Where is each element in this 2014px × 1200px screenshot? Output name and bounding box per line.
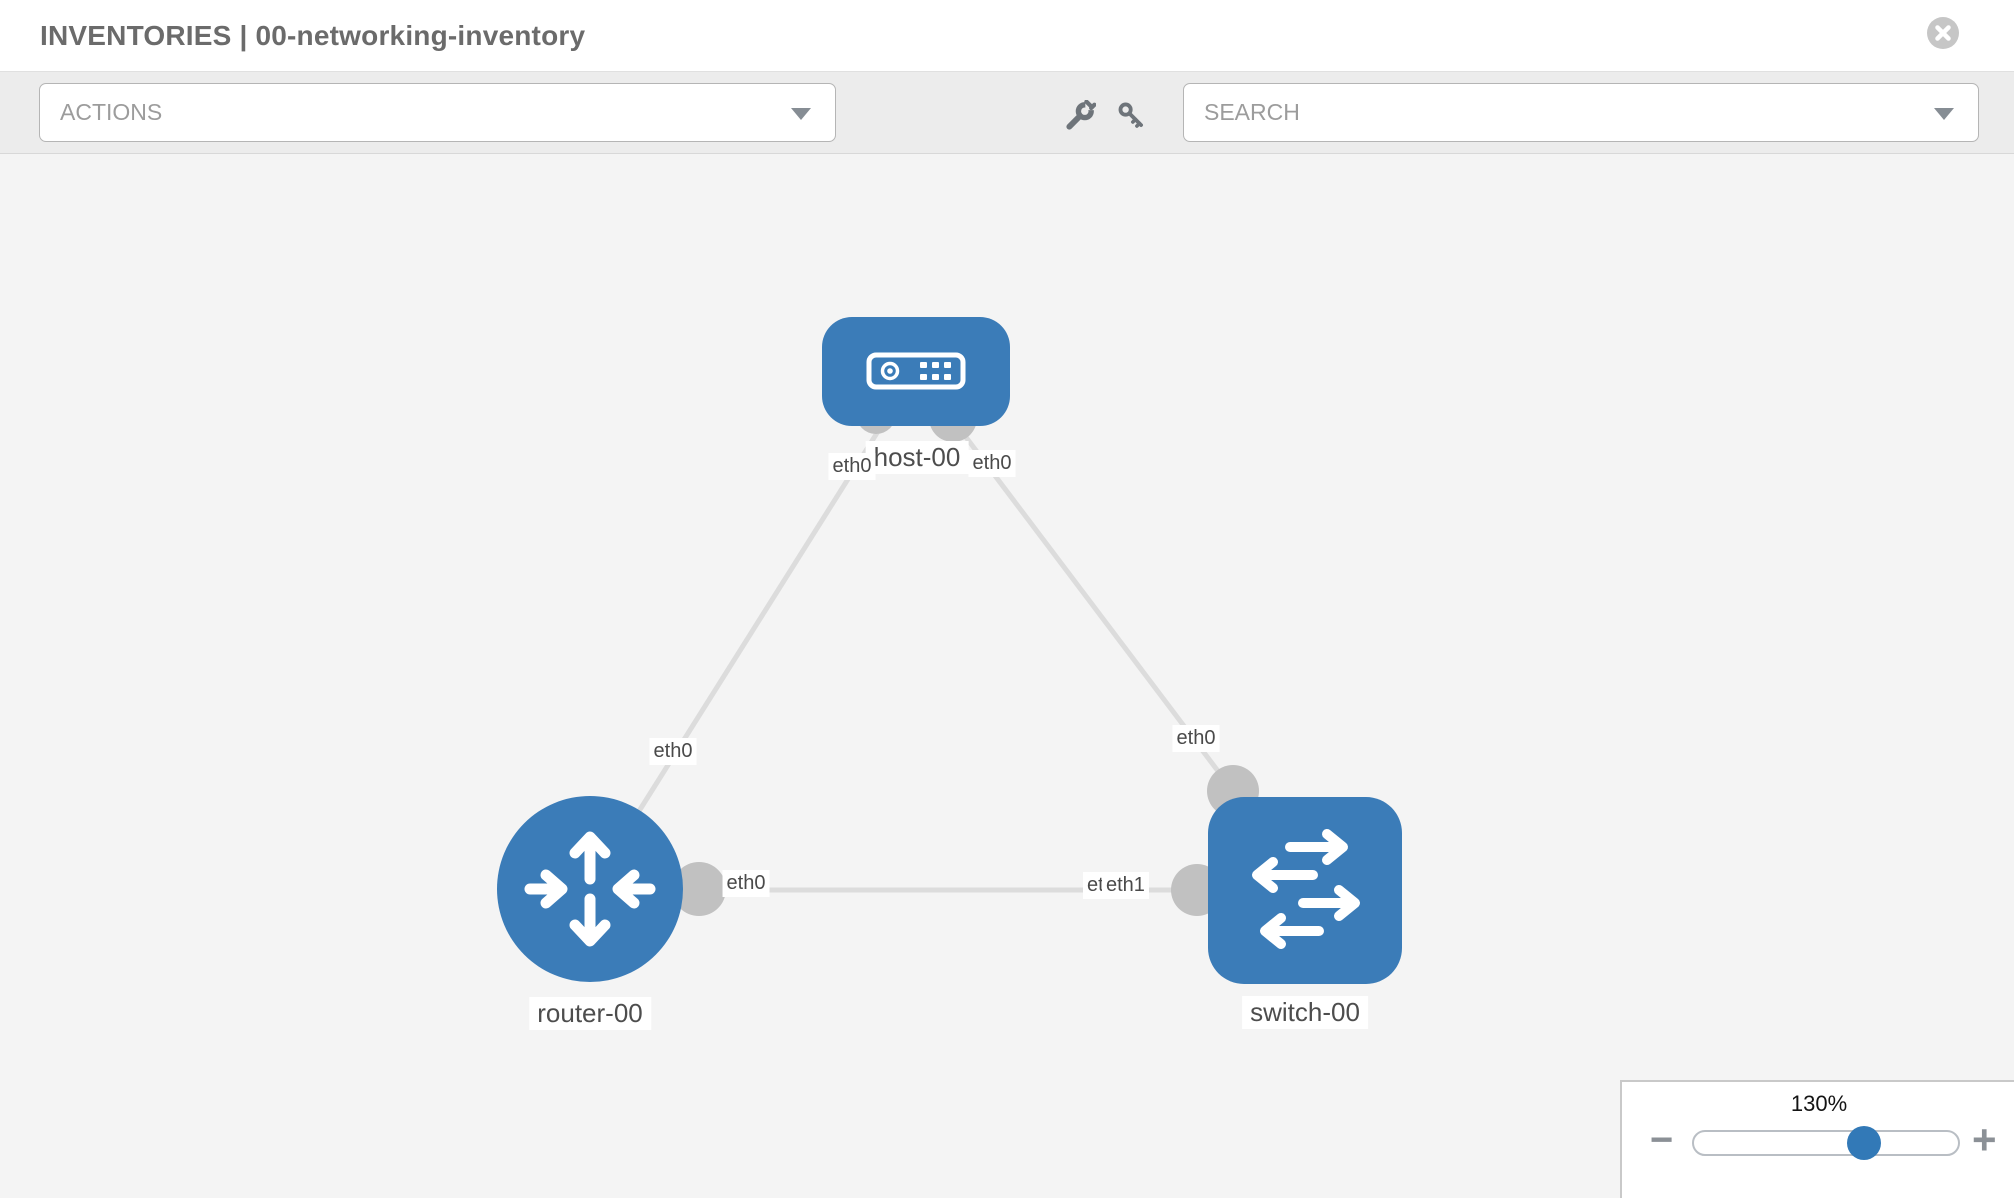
interface-label-switch-to-host: eth0 (1172, 725, 1220, 752)
node-host-00[interactable] (822, 317, 1010, 426)
breadcrumb-header: INVENTORIES | 00-networking-inventory (0, 0, 2014, 72)
actions-dropdown[interactable]: ACTIONS (39, 83, 836, 142)
credentials-button[interactable] (1116, 100, 1148, 132)
node-label-router-00: router-00 (529, 997, 651, 1030)
zoom-in-button[interactable]: + (1972, 1116, 1997, 1163)
switch-icon (1252, 829, 1360, 949)
search-dropdown-label: SEARCH (1204, 99, 1300, 125)
link-host-switch[interactable] (914, 369, 1235, 793)
chevron-down-icon (791, 107, 811, 120)
page-title: INVENTORIES | 00-networking-inventory (40, 19, 586, 51)
zoom-slider-handle[interactable] (1847, 1126, 1881, 1160)
node-router-00[interactable] (497, 796, 683, 982)
host-icon (866, 352, 966, 390)
toolbar: ACTIONS SEARCH (0, 72, 2014, 154)
zoom-control-panel: 130% − + (1620, 1080, 2014, 1198)
router-icon (524, 831, 656, 947)
interface-label-router-to-host: eth0 (649, 738, 697, 765)
topology-graph (497, 317, 1402, 984)
zoom-slider-track[interactable] (1692, 1130, 1960, 1156)
interface-label-host-to-switch: eth0 (968, 450, 1016, 477)
configure-button[interactable] (1064, 99, 1098, 132)
key-icon (1118, 102, 1143, 128)
zoom-out-button[interactable]: − (1650, 1118, 1674, 1162)
node-label-host-00: host-00 (865, 441, 969, 474)
search-dropdown[interactable]: SEARCH (1183, 83, 1979, 142)
close-button[interactable] (1927, 17, 1959, 49)
topology-canvas[interactable]: host-00 router-00 switch-00 eth0 eth0 et… (0, 154, 2014, 1198)
actions-dropdown-label: ACTIONS (60, 99, 163, 125)
interface-label-switch-to-router: eth1 (1102, 872, 1149, 899)
close-icon (1935, 25, 1951, 41)
node-switch-00[interactable] (1208, 797, 1402, 984)
zoom-level-value: 130% (1790, 1091, 1848, 1116)
interface-label-host-to-router: eth0 (828, 453, 876, 480)
wrench-icon (1066, 99, 1098, 130)
chevron-down-icon (1934, 107, 1954, 120)
interface-label-router-to-switch: eth0 (722, 870, 770, 897)
connector-dot (672, 862, 726, 916)
node-label-switch-00: switch-00 (1242, 996, 1368, 1029)
